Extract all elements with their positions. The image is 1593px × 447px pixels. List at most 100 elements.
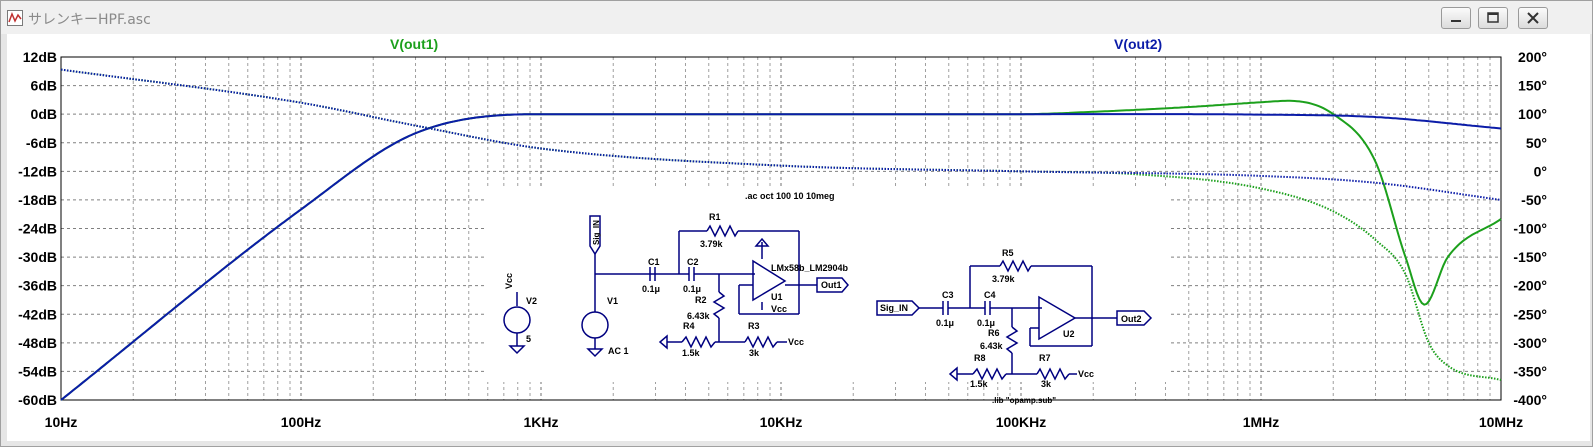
r5-label: R5 — [1002, 248, 1014, 258]
right-axis-tick-label: 100° — [1518, 106, 1547, 122]
right-axis-tick-label: -350° — [1513, 363, 1547, 379]
vcc-label-r3: Vcc — [788, 337, 804, 347]
right-axis-tick-label: -50° — [1521, 192, 1547, 208]
vcc-label-u1: Vcc — [771, 304, 787, 314]
v2-label: V2 — [526, 296, 537, 306]
x-axis-tick-label: 10KHz — [760, 414, 803, 430]
r7-label: R7 — [1039, 353, 1051, 363]
u1-model: LMx58b_LM2904b — [771, 263, 849, 273]
minimize-button[interactable] — [1441, 7, 1471, 29]
right-axis-tick-label: -250° — [1513, 306, 1547, 322]
x-axis: 10Hz 100Hz 1KHz 10KHz 100KHz 1MHz 10MHz — [45, 414, 1524, 430]
x-axis-tick-label: 10MHz — [1479, 414, 1523, 430]
lib-directive[interactable]: .lib "opamp.sub" — [992, 396, 1056, 405]
c3-label: C3 — [942, 290, 954, 300]
left-axis-tick-label: -42dB — [18, 306, 57, 322]
c1-label: C1 — [648, 257, 660, 267]
r6-value: 6.43k — [980, 341, 1004, 351]
right-axis-tick-label: -300° — [1513, 335, 1547, 351]
sig-in-label: Sig_IN — [592, 220, 601, 245]
right-axis-tick-label: 50° — [1526, 135, 1547, 151]
u2-label: U2 — [1063, 329, 1075, 339]
r6-label: R6 — [988, 328, 1000, 338]
r3-value: 3k — [749, 348, 760, 358]
right-axis-tick-label: 0° — [1534, 163, 1547, 179]
r2-label: R2 — [695, 295, 707, 305]
left-axis: 12dB 6dB 0dB -6dB -12dB -18dB -24dB -30dB -36dB -… — [18, 49, 57, 408]
maximize-icon — [1487, 12, 1499, 23]
vcc-label-v2: Vcc — [504, 273, 514, 289]
right-axis-tick-label: -400° — [1513, 392, 1547, 408]
r8-value: 1.5k — [970, 379, 989, 389]
r4-label: R4 — [683, 321, 695, 331]
title-bar: サレンキーHPF.asc — [1, 1, 1592, 34]
vcc-label-r7: Vcc — [1078, 369, 1094, 379]
maximize-button[interactable] — [1478, 7, 1508, 29]
v1-label: V1 — [607, 296, 618, 306]
c4-label: C4 — [984, 290, 996, 300]
right-axis-tick-label: -200° — [1513, 278, 1547, 294]
ac-directive[interactable]: .ac oct 100 10 10meg — [745, 191, 835, 201]
v2-value: 5 — [526, 334, 531, 344]
c3-value: 0.1μ — [936, 318, 954, 328]
r2-value: 6.43k — [687, 311, 711, 321]
out1-label: Out1 — [821, 280, 842, 290]
trace-vout2-magnitude — [60, 113, 1502, 401]
left-axis-tick-label: -24dB — [18, 221, 57, 237]
close-button[interactable] — [1518, 7, 1548, 29]
trace-label-out1[interactable]: V(out1) — [390, 36, 438, 52]
r1-value: 3.79k — [700, 239, 724, 249]
right-axis: 200° 150° 100° 50° 0° -50° -100° -150° -200° -250… — [1513, 49, 1547, 408]
left-axis-tick-label: -54dB — [18, 363, 57, 379]
r7-value: 3k — [1041, 379, 1052, 389]
c2-label: C2 — [687, 257, 699, 267]
r3-label: R3 — [748, 321, 760, 331]
right-axis-tick-label: 200° — [1518, 49, 1547, 65]
x-axis-tick-label: 1MHz — [1243, 414, 1280, 430]
x-axis-tick-label: 100Hz — [281, 414, 321, 430]
left-axis-tick-label: 0dB — [31, 106, 57, 122]
x-axis-tick-label: 10Hz — [45, 414, 78, 430]
sig-in-label-2: Sig_IN — [880, 303, 908, 313]
waveform-app-icon — [7, 10, 23, 26]
sig-in-net — [581, 215, 679, 358]
left-axis-tick-label: -36dB — [18, 278, 57, 294]
left-axis-tick-label: -48dB — [18, 335, 57, 351]
out2-label: Out2 — [1121, 314, 1142, 324]
right-axis-tick-label: -100° — [1513, 221, 1547, 237]
r5-value: 3.79k — [992, 274, 1016, 284]
r4-value: 1.5k — [682, 348, 701, 358]
r8-label: R8 — [974, 353, 986, 363]
x-axis-tick-label: 100KHz — [996, 414, 1047, 430]
left-axis-tick-label: -6dB — [26, 135, 57, 151]
circuit-1-wires — [649, 224, 849, 350]
left-axis-tick-label: 6dB — [31, 78, 57, 94]
c2-value: 0.1μ — [683, 284, 701, 294]
traces — [60, 68, 1502, 401]
plot-frame — [60, 56, 1502, 401]
x-axis-tick-label: 1KHz — [523, 414, 558, 430]
schematic[interactable]: .ac oct 100 10 10meg Vcc V2 5 — [485, 187, 1170, 405]
right-axis-tick-label: 150° — [1518, 78, 1547, 94]
left-axis-tick-label: -30dB — [18, 249, 57, 265]
left-axis-tick-label: -18dB — [18, 192, 57, 208]
trace-vout2-phase — [60, 68, 1502, 201]
c1-value: 0.1μ — [642, 284, 660, 294]
voltage-source-v2[interactable] — [503, 292, 531, 355]
r1-label: R1 — [709, 212, 721, 222]
u1-label: U1 — [771, 292, 783, 302]
left-axis-tick-label: 12dB — [23, 49, 57, 65]
left-axis-tick-label: -12dB — [18, 163, 57, 179]
window-title: サレンキーHPF.asc — [28, 12, 151, 28]
bode-plot[interactable]: V(out1) V(out2) 12dB 6dB 0dB -6dB -12dB -18dB… — [7, 34, 1590, 441]
right-axis-tick-label: -150° — [1513, 249, 1547, 265]
close-icon — [1527, 12, 1539, 24]
plot-area[interactable]: V(out1) V(out2) 12dB 6dB 0dB -6dB -12dB -18dB… — [7, 34, 1590, 441]
minimize-icon — [1451, 20, 1461, 22]
left-axis-tick-label: -60dB — [18, 392, 57, 408]
trace-label-out2[interactable]: V(out2) — [1114, 36, 1162, 52]
circuit-2-wires — [876, 259, 1153, 382]
v1-value: AC 1 — [608, 346, 629, 356]
c4-value: 0.1μ — [977, 318, 995, 328]
